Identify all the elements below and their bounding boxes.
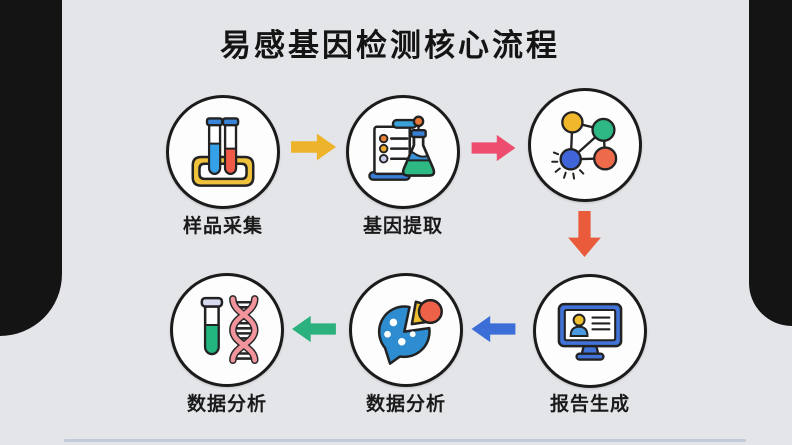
pie-chart-bubble-icon bbox=[377, 298, 443, 365]
page-title: 易感基因检测核心流程 bbox=[220, 28, 560, 63]
bottom-divider bbox=[64, 439, 746, 442]
arrow-right-yellow bbox=[291, 132, 337, 167]
gene-network-icon bbox=[551, 111, 618, 180]
clipboard-flask-icon bbox=[368, 115, 436, 181]
arrow-left-green bbox=[289, 315, 338, 348]
step-label-report-generation: 报告生成 bbox=[549, 394, 630, 415]
step-node-report-generation[interactable] bbox=[533, 274, 647, 388]
step-label-sample-collection: 样品采集 bbox=[182, 216, 263, 237]
tube-dna-icon bbox=[200, 295, 259, 365]
step-node-gene-network[interactable] bbox=[528, 88, 642, 202]
step-node-gene-extraction[interactable] bbox=[346, 95, 460, 209]
step-label-data-analysis-pie: 数据分析 bbox=[365, 394, 446, 415]
step-node-sample-collection[interactable] bbox=[166, 95, 280, 209]
step-node-data-analysis-pie[interactable] bbox=[349, 273, 463, 387]
test-tube-rack-icon bbox=[191, 117, 255, 187]
step-label-gene-extraction: 基因提取 bbox=[362, 216, 443, 237]
step-node-data-analysis-dna[interactable] bbox=[170, 273, 284, 387]
monitor-report-icon bbox=[557, 302, 623, 361]
right-frame-band bbox=[749, 0, 792, 326]
step-label-data-analysis-dna: 数据分析 bbox=[186, 394, 267, 415]
left-frame-band bbox=[0, 0, 62, 336]
arrow-right-pink bbox=[470, 134, 518, 167]
arrow-down-orange bbox=[567, 211, 602, 263]
arrow-left-blue bbox=[468, 315, 518, 348]
